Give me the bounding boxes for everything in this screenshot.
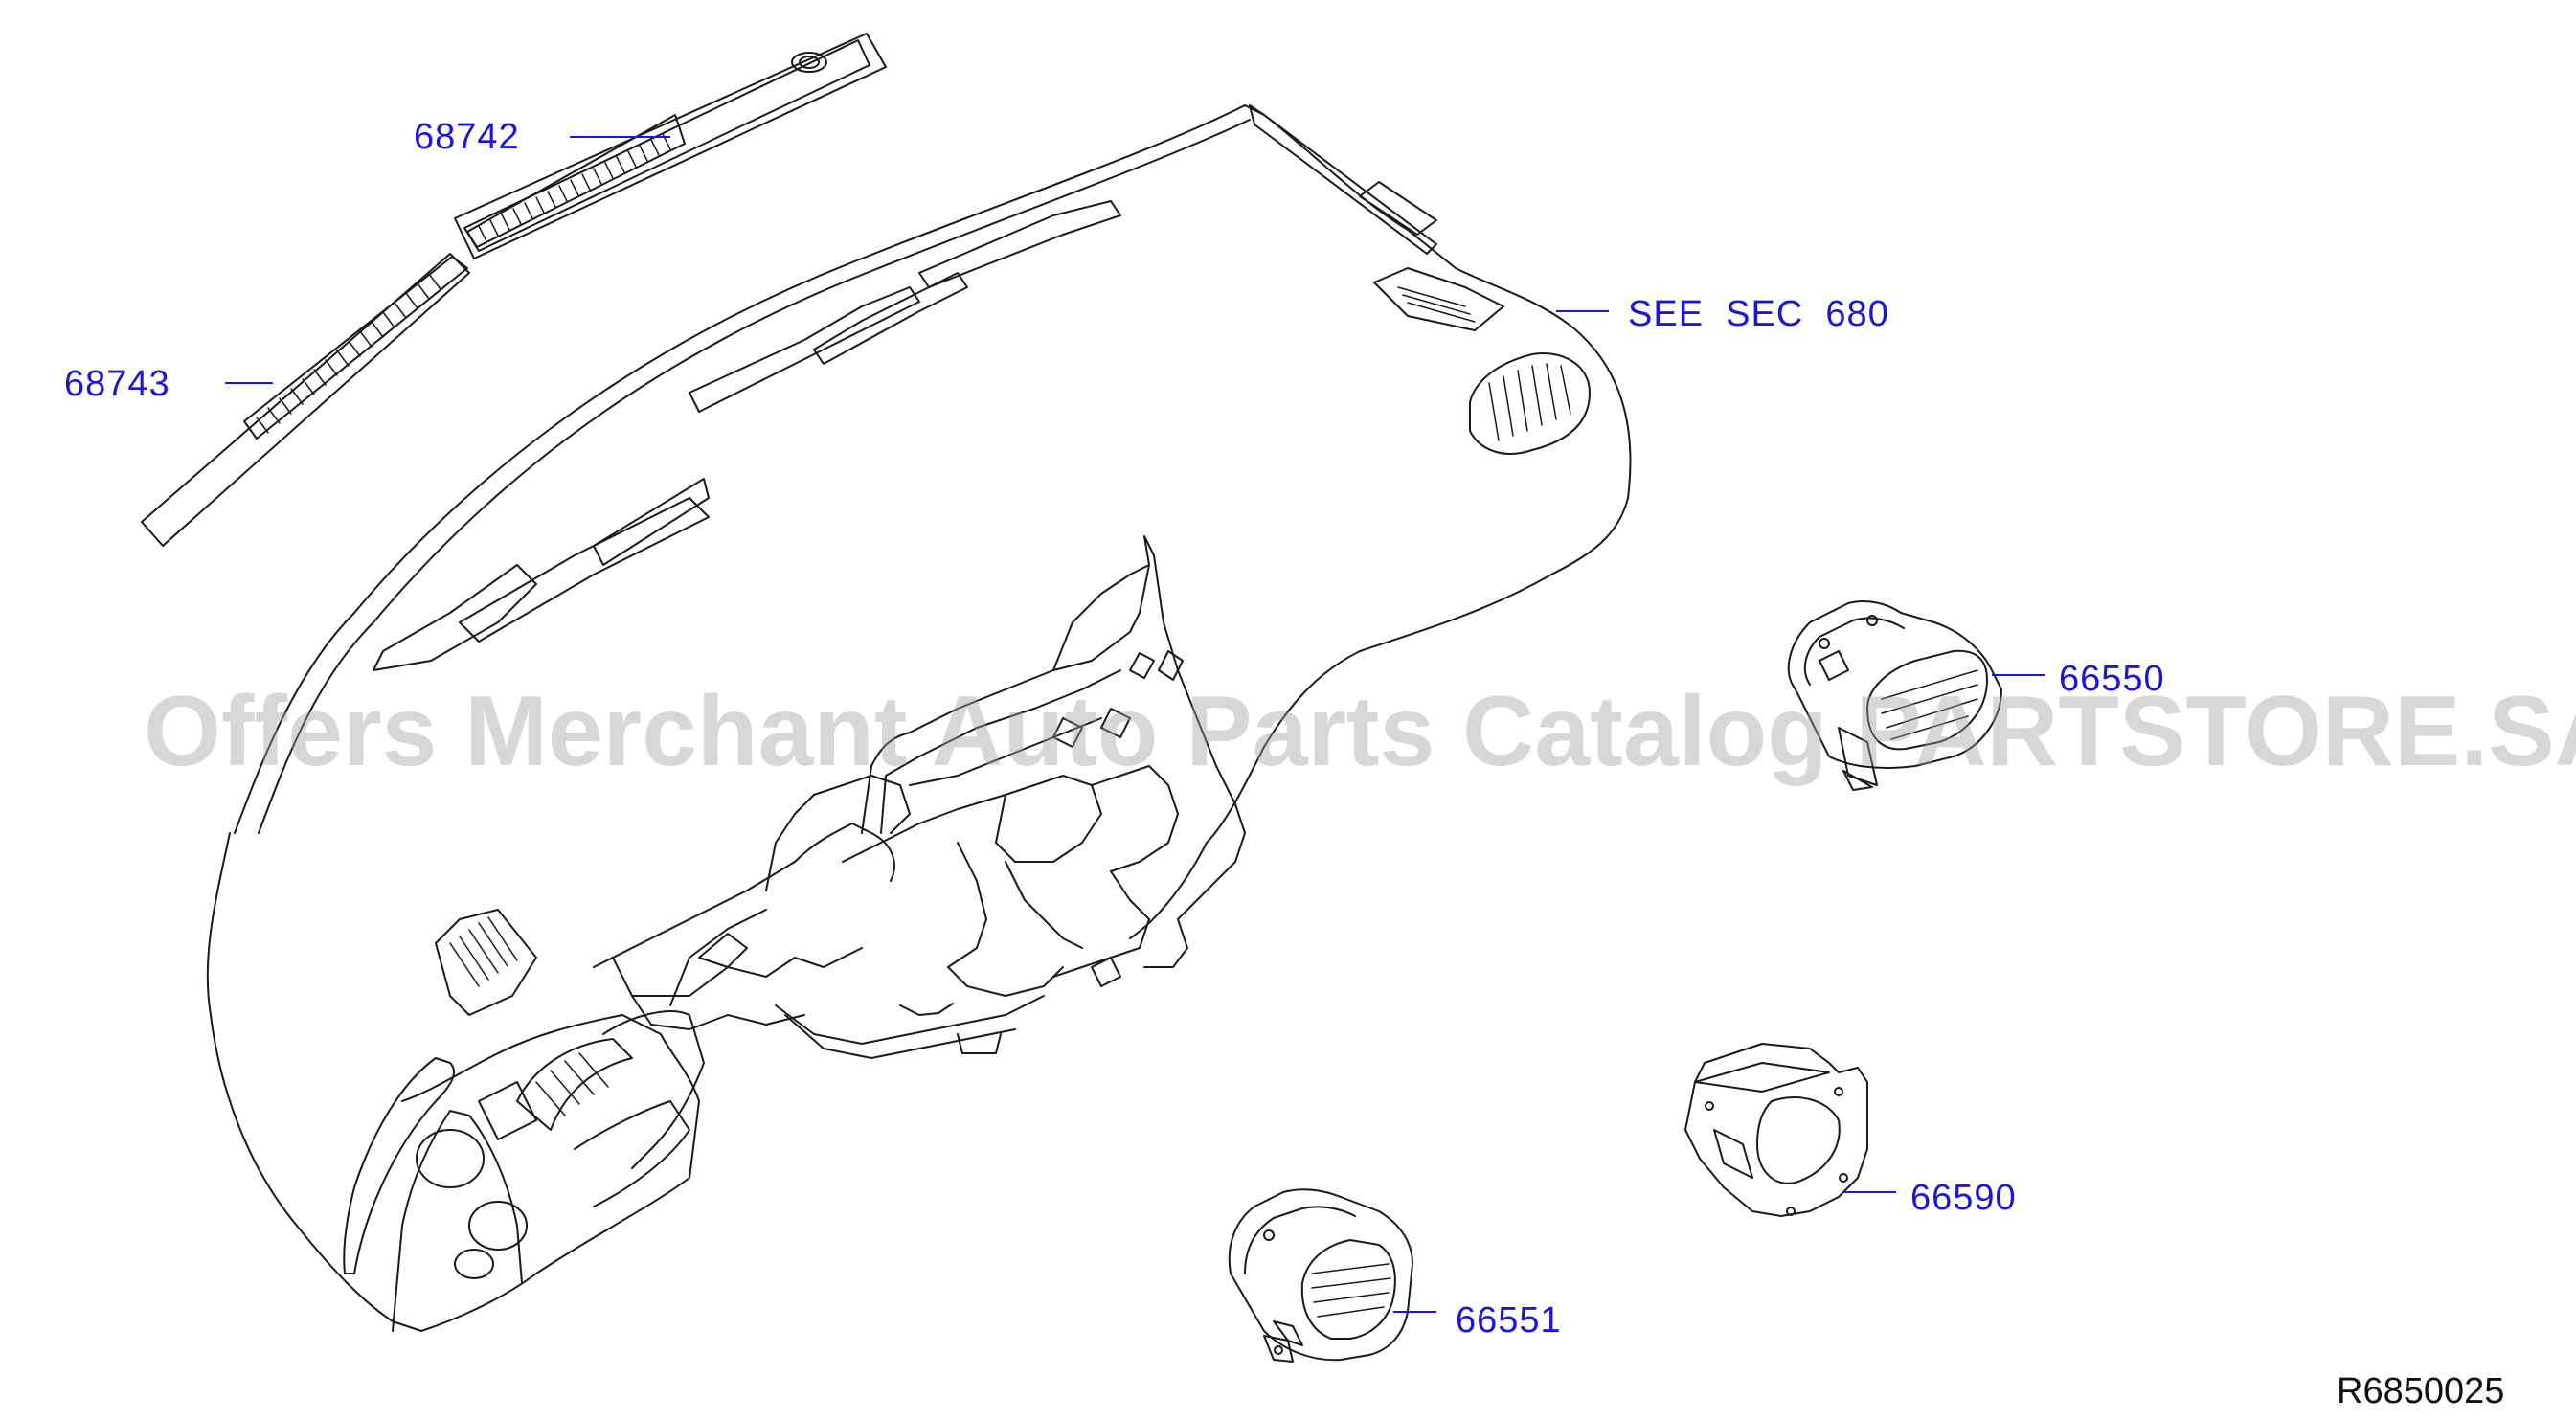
callout-66550: 66550 <box>2059 659 2165 699</box>
callout-see-sec-680: SEE SEC 680 <box>1628 294 1889 334</box>
callout-66551: 66551 <box>1456 1300 1562 1341</box>
instrument-panel <box>208 105 1631 1331</box>
vent-66551 <box>1230 1189 1412 1362</box>
callout-68743: 68743 <box>64 364 170 404</box>
defroster-grille-68743 <box>142 254 469 546</box>
leader-lines <box>225 136 2045 1313</box>
diagram-reference-code: R6850025 <box>2337 1371 2505 1411</box>
duct-66590 <box>1685 1044 1867 1216</box>
defroster-grille-68742 <box>455 34 886 259</box>
vent-66550 <box>1789 601 2001 790</box>
callout-68742: 68742 <box>414 117 520 157</box>
callout-66590: 66590 <box>1910 1178 2017 1218</box>
